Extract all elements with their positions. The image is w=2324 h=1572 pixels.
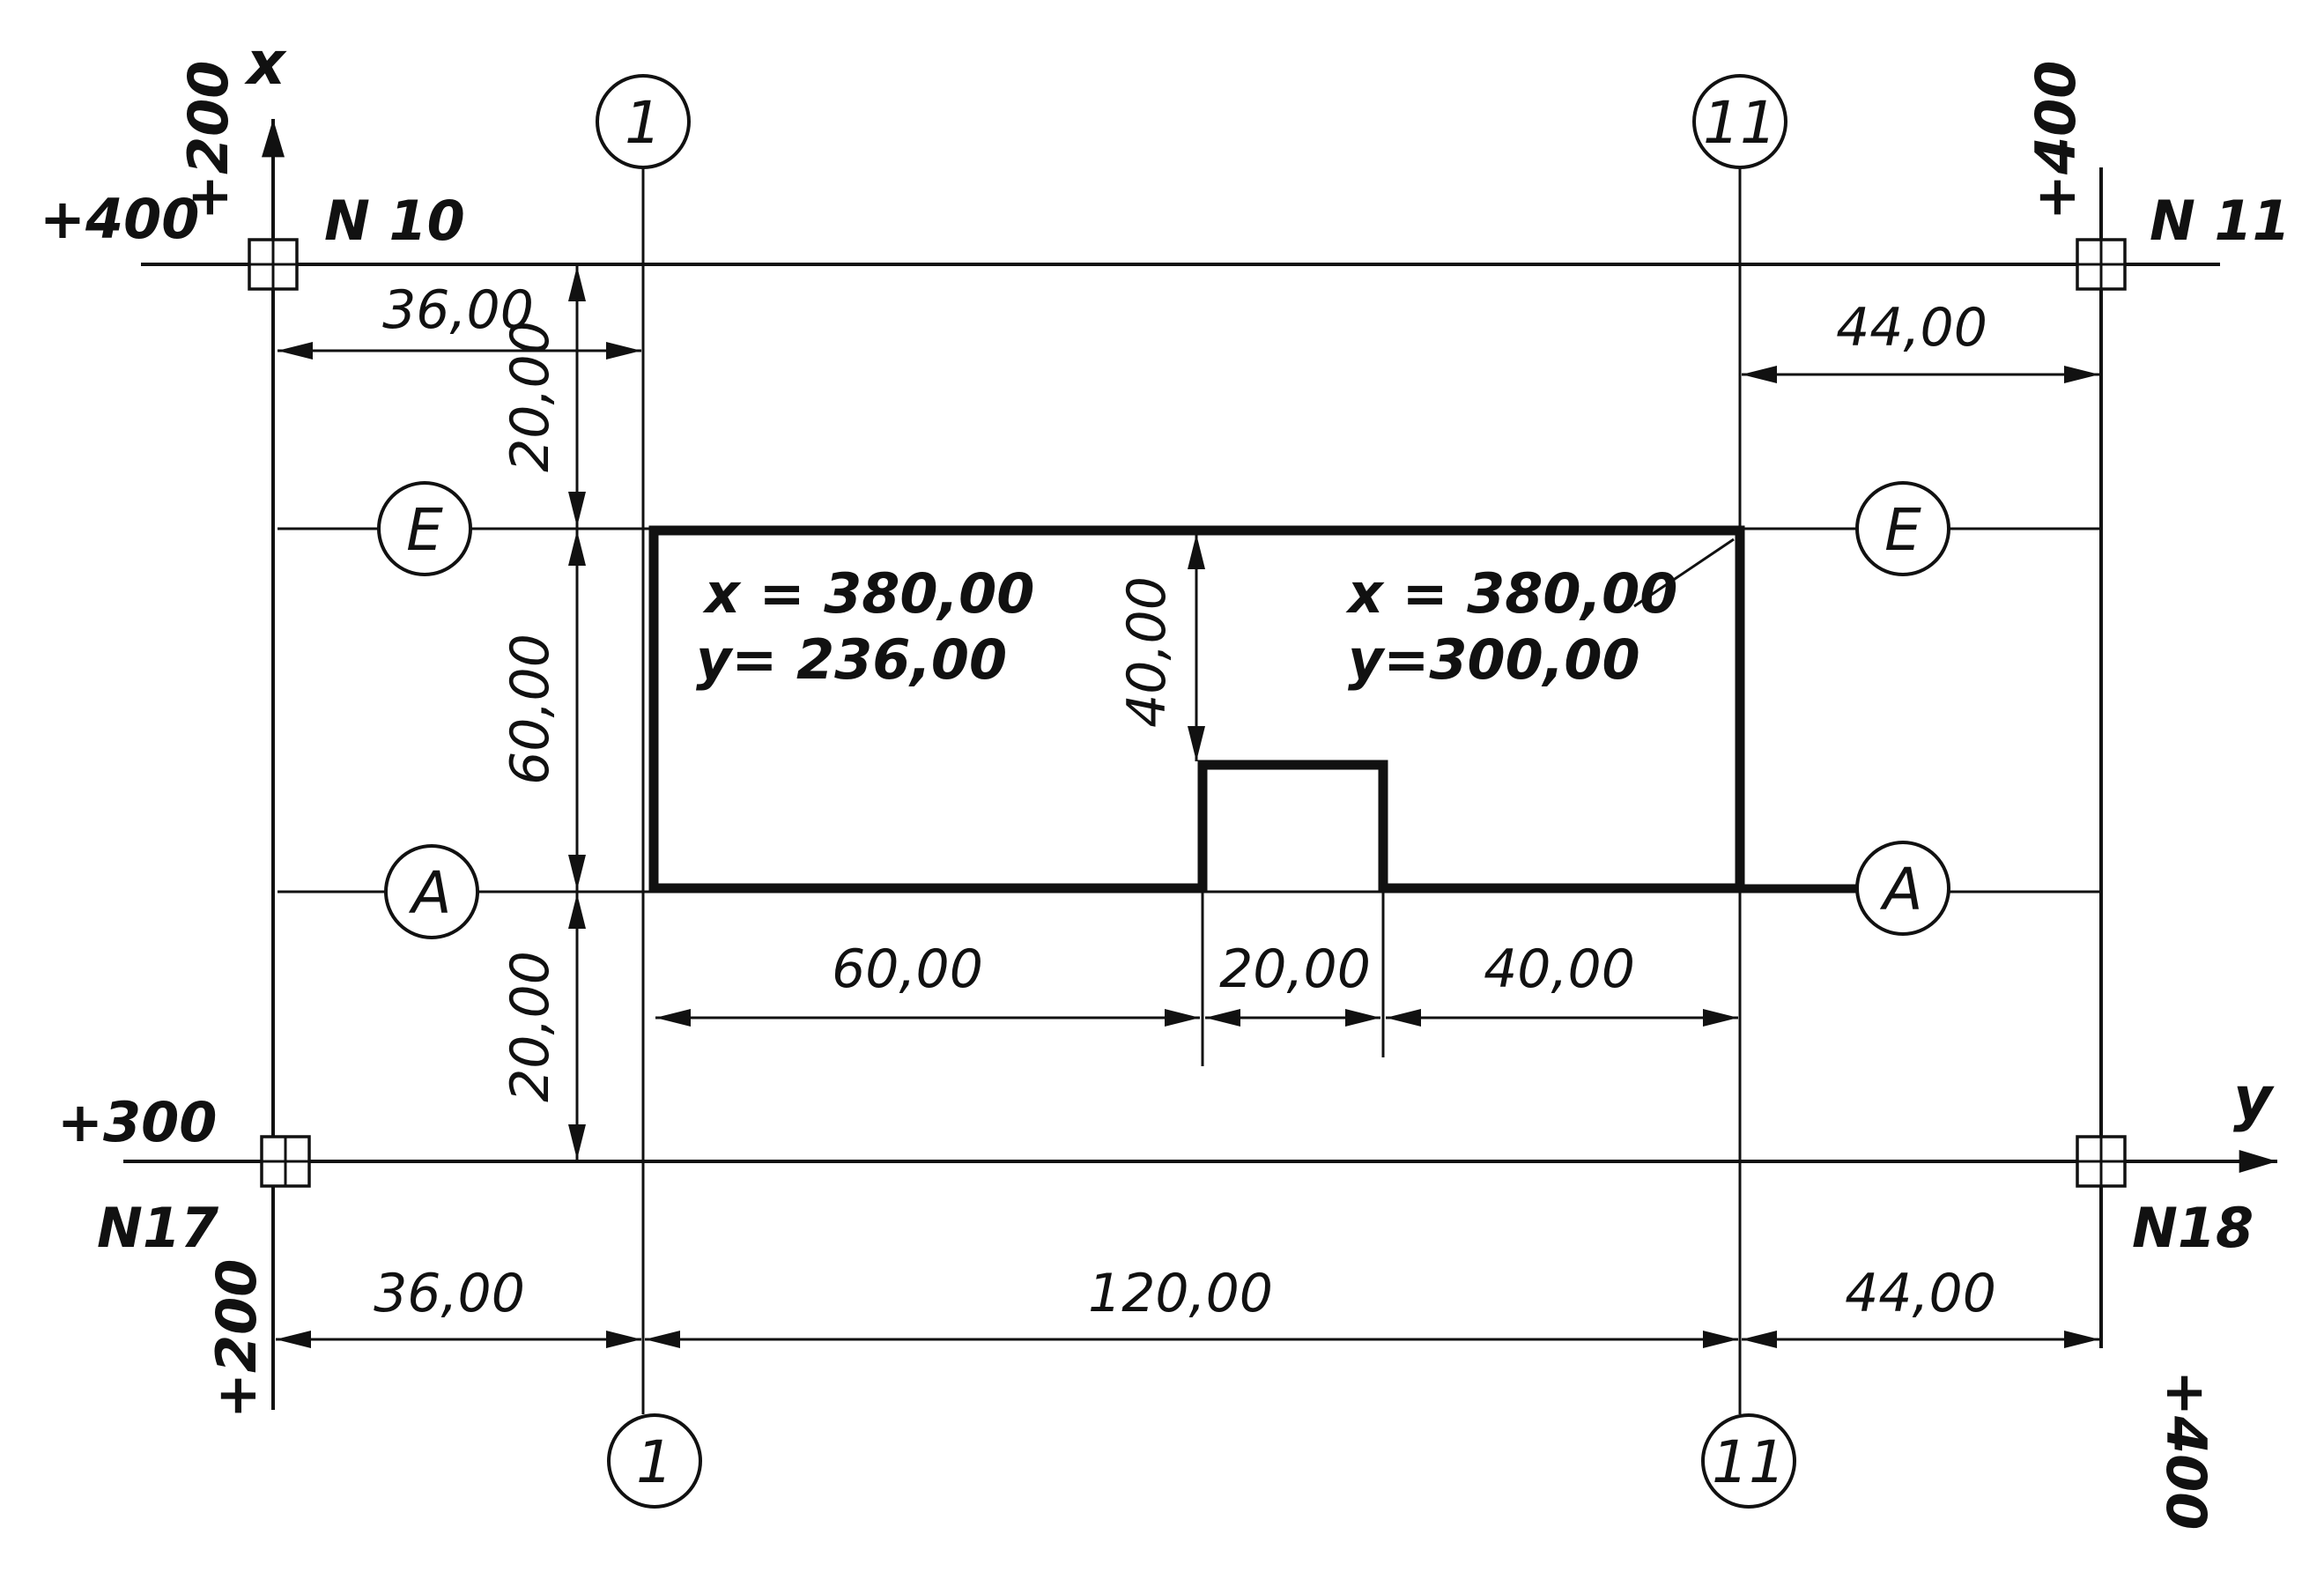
dim-top-left: 36,00 (382, 279, 534, 341)
corner-left-x: x = 380,00 (702, 561, 1034, 626)
benchmark-label-n18: N18 (2132, 1196, 2254, 1260)
svg-text:1: 1 (625, 89, 662, 157)
svg-text:A: A (1879, 856, 1922, 923)
axis-bubble-A-right: A (1855, 841, 1950, 936)
benchmark-label-n11: N 11 (2150, 189, 2291, 253)
dim-notch-depth: 40,00 (1116, 576, 1178, 728)
benchmark-br (2076, 1135, 2127, 1188)
building-outline (648, 525, 1745, 894)
benchmark-tr (2076, 238, 2127, 291)
benchmark-bl (260, 1135, 311, 1188)
axis-bubble-A-left: A (384, 844, 479, 939)
corner-right-y: y=300,00 (1348, 627, 1640, 692)
dimension-lines (276, 264, 2099, 1348)
grid-value-bottom-left-x: +300 (57, 1090, 217, 1154)
dim-top-right: 44,00 (1836, 297, 1987, 359)
svg-text:A: A (408, 859, 451, 927)
grid-value-top-left-y: +200 (176, 61, 241, 220)
axis-bubble-1-bottom: 1 (607, 1413, 702, 1509)
svg-text:1: 1 (636, 1428, 673, 1496)
benchmark-label-n10: N 10 (324, 189, 465, 253)
dim-building-right: 40,00 (1484, 938, 1635, 1000)
axis-bubble-E-left: E (377, 481, 472, 576)
grid-value-top-right-y: +400 (2024, 61, 2088, 220)
grid-value-bottom-right-y: +400 (2154, 1370, 2218, 1530)
benchmark-label-n17: N17 (97, 1196, 219, 1260)
dim-vertical-bottom: 20,00 (500, 951, 561, 1102)
axis-bubble-11-top: 11 (1692, 74, 1787, 169)
svg-text:11: 11 (1703, 89, 1777, 157)
svg-text:E: E (1884, 496, 1921, 564)
axis-bubble-1-top: 1 (596, 74, 691, 169)
benchmark-tl (248, 238, 299, 291)
corner-right-x: x = 380,00 (1345, 561, 1677, 626)
dim-bottom-left: 36,00 (374, 1263, 525, 1324)
dim-notch-width: 20,00 (1219, 938, 1371, 1000)
dim-bottom-middle: 120,00 (1088, 1263, 1273, 1324)
dim-vertical-middle: 60,00 (500, 634, 561, 785)
svg-text:11: 11 (1712, 1428, 1786, 1496)
dim-vertical-top: 20,00 (500, 321, 561, 472)
svg-text:E: E (406, 496, 443, 564)
grid-value-top-left-x: +400 (40, 187, 199, 251)
corner-left-y: y= 236,00 (696, 627, 1007, 692)
grid-value-bottom-left-y: +200 (204, 1259, 269, 1419)
dim-building-left: 60,00 (832, 938, 983, 1000)
dim-bottom-right: 44,00 (1845, 1263, 1996, 1324)
x-axis-label: x (244, 29, 287, 99)
axis-bubble-E-right: E (1855, 481, 1950, 576)
axis-bubble-11-bottom: 11 (1701, 1413, 1796, 1509)
y-axis-label: y (2233, 1064, 2275, 1134)
